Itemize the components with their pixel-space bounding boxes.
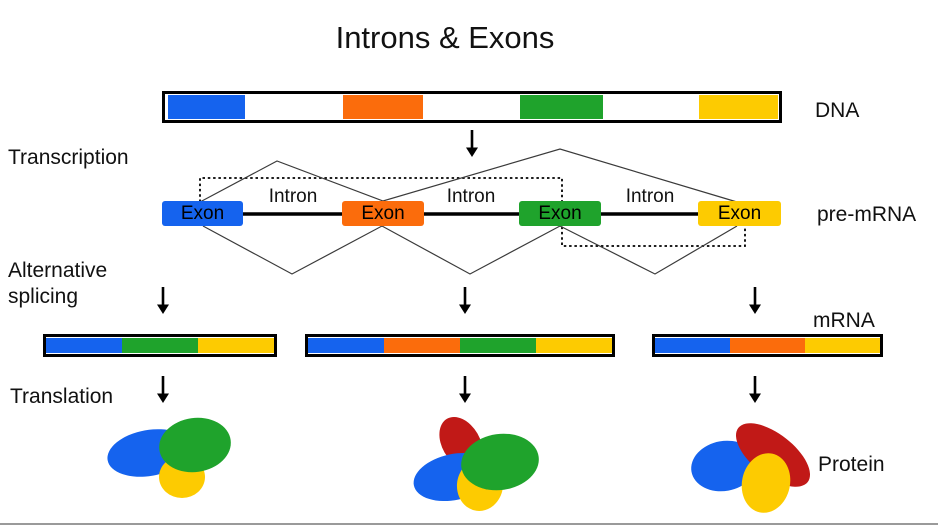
dna-segment-blue [168, 95, 246, 119]
mrna3-segment-yellow [804, 338, 880, 353]
intron-label-3: Intron [625, 186, 675, 207]
mrna1-segment-yellow [197, 338, 274, 353]
translation-label: Translation [10, 385, 114, 408]
protein-label: Protein [818, 453, 885, 476]
dna-bar [162, 91, 782, 123]
slide-bottom-edge [0, 523, 938, 525]
mrna-bar-2 [305, 334, 615, 357]
mrna-bar-3 [652, 334, 883, 357]
intron-label-2: Intron [446, 186, 496, 207]
dna-segment-green [519, 95, 604, 119]
mrna3-segment-blue [655, 338, 730, 353]
dna-segment-orange [343, 95, 424, 119]
mrna2-segment-green [460, 338, 536, 353]
protein3-subunit-yellow [741, 453, 791, 513]
translation-arrow-3 [747, 374, 763, 405]
protein1-subunit-green [159, 417, 231, 473]
translation-arrow-2 [457, 374, 473, 405]
protein-shapes [107, 416, 811, 513]
intron-label-1: Intron [268, 186, 318, 207]
mrna1-segment-green [121, 338, 198, 353]
protein3-subunit-blue [691, 440, 757, 492]
page-title: Introns & Exons [335, 20, 555, 55]
mrna3-segment-orange [729, 338, 805, 353]
dna-segment-yellow [698, 95, 778, 119]
protein2-subunit-green [461, 433, 539, 491]
alternative-splicing-label: Alternative splicing [8, 259, 108, 308]
splicing-arrow-2 [457, 285, 473, 316]
exon-box-yellow: Exon [698, 201, 781, 226]
transcription-arrow [464, 128, 480, 159]
dna-label: DNA [815, 99, 860, 122]
splicing-arrow-1 [155, 285, 171, 316]
mrna1-segment-blue [46, 338, 122, 353]
exon-box-green: Exon [519, 201, 601, 226]
splice-path-bottom [202, 225, 738, 275]
mrna2-segment-yellow [536, 338, 612, 353]
splicing-arrow-3 [747, 285, 763, 316]
transcription-label: Transcription [8, 146, 129, 169]
translation-arrow-1 [155, 374, 171, 405]
mrna2-segment-blue [308, 338, 384, 353]
mrna-bar-1 [43, 334, 277, 357]
pre-mrna-label: pre-mRNA [817, 203, 917, 226]
mrna2-segment-orange [384, 338, 460, 353]
exon-box-blue: Exon [162, 201, 243, 226]
mrna-label: mRNA [813, 309, 875, 332]
exon-box-orange: Exon [342, 201, 424, 226]
